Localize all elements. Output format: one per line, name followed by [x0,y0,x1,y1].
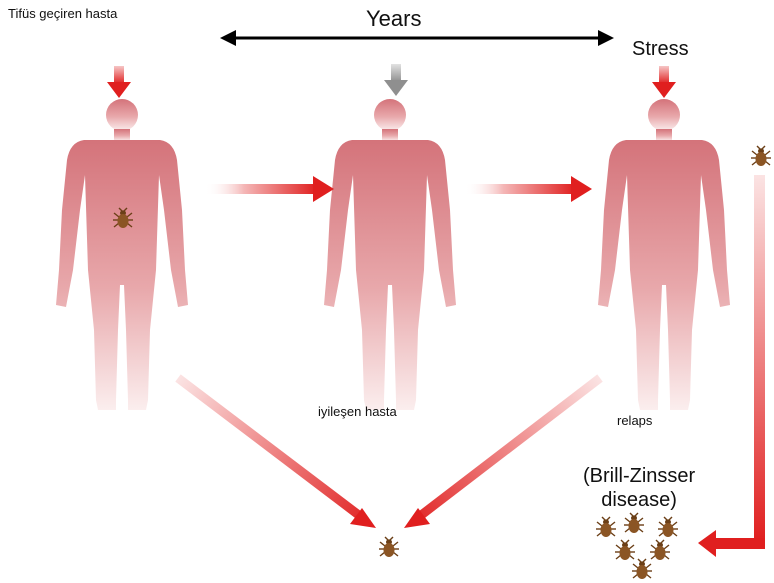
stress-arrow-down [652,66,676,98]
brill-zinsser-label: (Brill-Zinsser disease) [583,464,695,512]
typhus-patient-figure [56,99,188,410]
infection-arrow-down [107,66,131,98]
stress-label: Stress [632,38,689,61]
years-label: Years [366,6,421,32]
arrow-to-relapse [465,176,592,202]
louse-icon [379,537,399,557]
relapse-patient-figure [598,99,730,410]
arrow-relapse-to-louse [404,378,600,528]
years-timeline-arrow [220,30,614,46]
arrow-to-recovered [205,176,334,202]
arrow-patient-to-louse [178,378,376,528]
latency-arrow-down [384,64,408,96]
relapse-label: relaps [617,413,652,428]
louse-icon [615,540,635,560]
louse-icon [632,559,652,579]
louse-icon [650,540,670,560]
typhus-patient-label: Tifüs geçiren hasta [8,6,117,21]
louse-cluster [596,513,678,579]
brill-zinsser-line2: disease) [583,488,695,512]
louse-icon [658,517,678,537]
recovered-patient-figure [324,99,456,410]
arrow-to-louse-cluster [698,175,765,557]
louse-icon [751,146,771,166]
brill-zinsser-line1: (Brill-Zinsser [583,464,695,488]
louse-icon [624,513,644,533]
recovered-patient-label: iyileşen hasta [318,404,397,419]
louse-icon [596,517,616,537]
